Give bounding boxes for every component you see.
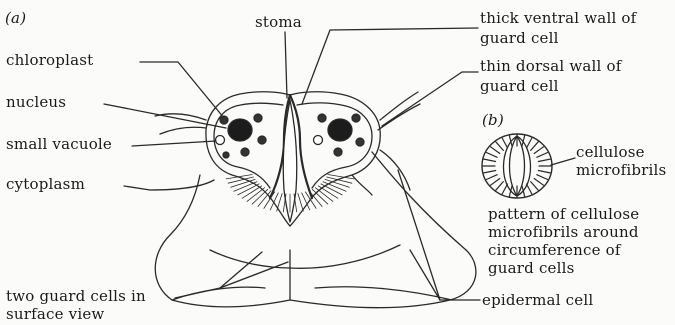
label-pattern-1: pattern of cellulose xyxy=(488,206,639,223)
label-two-guard-cells-1: two guard cells in xyxy=(6,288,146,305)
microfibril-band xyxy=(502,184,507,194)
label-pattern-3: circumference of xyxy=(488,242,621,259)
label-pattern-2: microfibrils around xyxy=(488,224,639,241)
left-chloroplast-4 xyxy=(241,148,249,156)
right-small-vacuole xyxy=(314,136,323,145)
left-dorsal-extension xyxy=(155,114,206,134)
microfibril-band xyxy=(484,159,496,161)
panel-b-label: (b) xyxy=(482,112,504,129)
leader-cellulose xyxy=(551,158,575,165)
microfibril-band xyxy=(484,171,496,173)
microfibril-striation xyxy=(277,194,282,212)
microfibril-striation xyxy=(258,191,271,207)
epidermal-wall-left xyxy=(170,175,200,235)
microfibril-band xyxy=(496,182,504,191)
microfibril-band xyxy=(486,175,497,180)
microfibril-striation xyxy=(298,194,303,212)
left-nucleus xyxy=(228,119,252,141)
label-cytoplasm: cytoplasm xyxy=(6,176,85,193)
left-cytoplasm-line xyxy=(150,180,214,190)
label-thin-dorsal-wall-2: guard cell xyxy=(480,78,559,95)
panel-b-guard-cells xyxy=(482,134,552,198)
label-thick-ventral-wall-1: thick ventral wall of xyxy=(480,10,636,27)
microfibril-band xyxy=(534,179,543,186)
microfibril-band xyxy=(490,147,499,154)
left-chloroplast-2 xyxy=(254,114,262,122)
leader-nucleus xyxy=(104,104,226,128)
left-chloroplast-5 xyxy=(223,152,229,158)
label-thick-ventral-wall-2: guard cell xyxy=(480,30,559,47)
microfibril-band xyxy=(534,147,543,154)
right-chloroplast-2 xyxy=(352,114,360,122)
leader-small-vacuole xyxy=(132,141,216,146)
right-nucleus xyxy=(328,119,352,141)
label-chloroplast: chloroplast xyxy=(6,52,93,69)
right-guard-cell-wall xyxy=(290,92,380,226)
microfibril-band xyxy=(486,153,497,158)
epidermal-boundary-lower-right xyxy=(290,245,400,268)
right-chloroplast-3 xyxy=(356,138,364,146)
right-chloroplast-1 xyxy=(318,114,326,122)
microfibril-band xyxy=(537,153,548,158)
epidermal-boundary-far-right xyxy=(315,287,452,300)
microfibril-striation xyxy=(231,179,255,187)
label-nucleus: nucleus xyxy=(6,94,66,111)
microfibril-band xyxy=(502,138,507,148)
microfibril-band xyxy=(538,159,550,161)
label-thin-dorsal-wall-1: thin dorsal wall of xyxy=(480,58,621,75)
label-cellulose-2: microfibrils xyxy=(576,162,666,179)
microfibril-band xyxy=(527,138,532,148)
leader-guard-cells-1 xyxy=(175,252,262,298)
microfibril-band xyxy=(496,142,504,151)
label-pattern-4: guard cells xyxy=(488,260,575,277)
right-outer-wall xyxy=(352,150,410,195)
label-small-vacuole: small vacuole xyxy=(6,136,112,153)
microfibril-striation xyxy=(264,192,275,209)
microfibril-band xyxy=(537,175,548,180)
left-chloroplast-3 xyxy=(258,136,266,144)
left-small-vacuole xyxy=(216,136,225,145)
leader-stoma xyxy=(285,32,287,98)
microfibril-band xyxy=(531,182,539,191)
leader-guard-cells-2 xyxy=(220,262,288,288)
label-stoma: stoma xyxy=(255,14,302,31)
label-two-guard-cells-2: surface view xyxy=(6,306,104,323)
right-chloroplast-4 xyxy=(334,148,342,156)
microfibril-band xyxy=(490,179,499,186)
epidermal-outline-left xyxy=(155,235,290,307)
leader-chloroplast xyxy=(140,62,224,118)
epidermal-boundary-far-left xyxy=(172,287,265,300)
microfibril-band xyxy=(531,142,539,151)
label-cellulose-1: cellulose xyxy=(576,144,645,161)
panel-a-label: (a) xyxy=(5,10,26,27)
leader-cytoplasm xyxy=(124,186,150,190)
microfibril-band xyxy=(527,184,532,194)
microfibril-band xyxy=(538,171,550,173)
panel-b-microfibril-bands xyxy=(483,135,551,197)
label-epidermal-cell: epidermal cell xyxy=(482,292,593,309)
